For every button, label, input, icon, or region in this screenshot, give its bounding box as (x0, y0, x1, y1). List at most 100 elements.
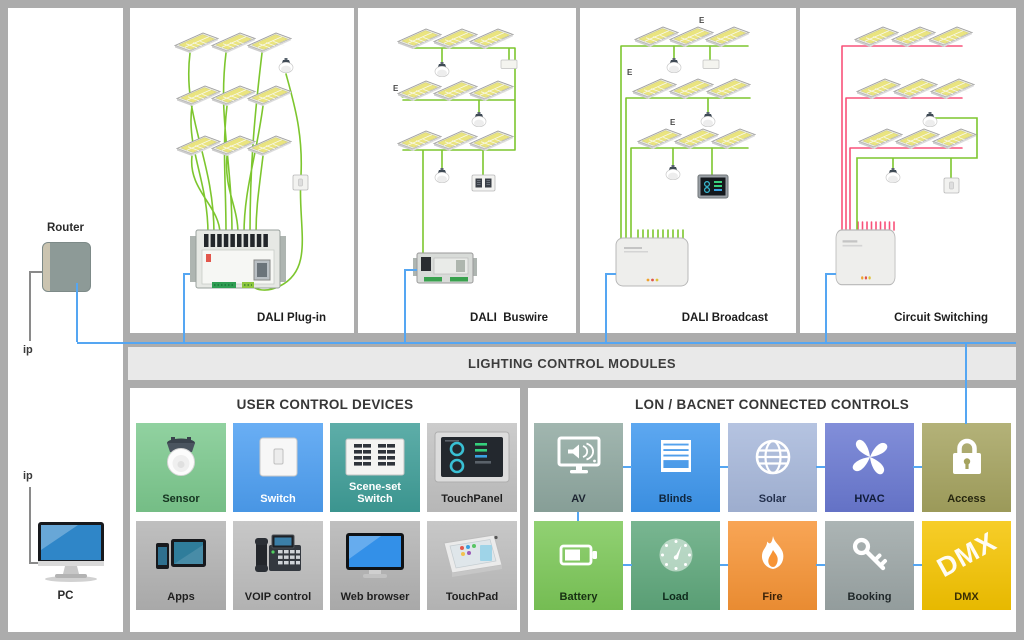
luminaire-icon (858, 128, 903, 150)
mobile-apps-icon (156, 538, 206, 569)
luminaire-icon (176, 135, 221, 157)
pc-ip-line-h (29, 562, 39, 564)
pendant-lamp-icon (434, 61, 450, 78)
luminaire-icon (854, 26, 899, 48)
lon-connector-r2-4 (913, 564, 922, 566)
lon-connector-r2-2 (720, 564, 728, 566)
lon-connector-r1-4 (913, 466, 922, 468)
tile-label: Load (662, 591, 689, 603)
scene-switch-icon (471, 174, 496, 192)
pc-ip-line-v (29, 487, 31, 563)
luminaire-icon (433, 130, 478, 152)
luminaire-row-2 (397, 80, 514, 102)
dali-buswire-diagram: E (393, 28, 518, 333)
router-label: Router (46, 222, 85, 234)
luminaire-icon (433, 28, 478, 50)
section-title: LON / BACNET CONNECTED CONTROLS (634, 397, 910, 412)
tile-label: Booking (847, 591, 892, 603)
panel-title: DALI Broadcast (681, 312, 768, 324)
luminaire-icon (930, 78, 975, 100)
gauge-icon (659, 538, 692, 572)
router-ip-line-h (29, 271, 42, 273)
luminaire-row-3 (637, 128, 756, 150)
luminaire-icon (469, 80, 514, 102)
ip-label-bottom: ip (23, 470, 33, 482)
luminaire-icon (247, 32, 292, 54)
network-line-lon-drop (965, 344, 967, 424)
pendant-lamp-icon (922, 111, 938, 128)
tile-touchpad: TouchPad (427, 521, 517, 610)
pendant-lamp-icon (665, 164, 681, 181)
lon-connector-r1-2 (720, 466, 728, 468)
luminaire-icon (711, 128, 756, 150)
emergency-marker: E (393, 84, 399, 93)
luminaire-row-2 (176, 85, 292, 107)
network-stub-plugin (183, 333, 185, 342)
tile-label: Solar (758, 493, 787, 505)
battery-icon (559, 544, 597, 566)
luminaire-icon (669, 26, 714, 48)
fan-icon (852, 439, 887, 475)
tile-scene-set-switch: Scene-set Switch (330, 423, 420, 512)
luminaire-icon (469, 130, 514, 152)
lighting-control-modules-bar: LIGHTING CONTROL MODULES (128, 347, 1016, 380)
network-stub-buswire (404, 333, 406, 342)
tile-load: Load (631, 521, 720, 610)
pendant-lamp-icon (885, 167, 901, 184)
tile-av: AV (534, 423, 623, 512)
tile-switch: Switch (233, 423, 323, 512)
luminaire-icon (211, 135, 256, 157)
lon-connector-r1-1 (623, 466, 632, 468)
luminaire-icon (433, 80, 478, 102)
ip-uplink-wire (605, 273, 616, 333)
network-stub-circuit (825, 333, 827, 342)
dali-plugin-diagram (174, 32, 309, 333)
wall-switch-icon (292, 174, 309, 191)
panel-circuit-switching: Circuit Switching (800, 8, 1016, 333)
panel-dali-broadcast: E E E (580, 8, 796, 333)
panel-dali-plugin: DALI Plug-in (130, 8, 354, 333)
lon-connector-r1-3 (816, 466, 825, 468)
globe-icon (755, 439, 790, 475)
luminaire-icon (211, 85, 256, 107)
tile-voip-control: VOIP control (233, 521, 323, 610)
junction-box-icon (702, 59, 720, 69)
pc-label: PC (57, 590, 74, 602)
panel-title: DALI Plug-in (257, 312, 326, 324)
tile-label: DMX (954, 591, 979, 603)
tile-label: TouchPad (445, 591, 499, 603)
lon-bacnet-panel: LON / BACNET CONNECTED CONTROLS AV (528, 388, 1016, 632)
tile-fire: Fire (728, 521, 817, 610)
touch-panel-icon (434, 431, 510, 483)
luminaire-icon (637, 128, 682, 150)
luminaire-icon (706, 78, 751, 100)
network-stub-broadcast (605, 333, 607, 342)
tile-touchpanel: TouchPanel (427, 423, 517, 512)
tile-web-browser: Web browser (330, 521, 420, 610)
luminaire-icon (669, 78, 714, 100)
pendant-lamp-icon (700, 111, 716, 128)
tile-label: Sensor (162, 493, 200, 505)
lon-connector-av-battery (577, 512, 579, 521)
tile-label: TouchPanel (441, 493, 503, 505)
luminaire-icon (176, 85, 221, 107)
pendant-lamp-icon (471, 111, 487, 128)
luminaire-icon (895, 128, 940, 150)
user-control-devices-panel: USER CONTROL DEVICES Sensor Switch (130, 388, 520, 632)
luminaire-icon (469, 28, 514, 50)
circuit-switch-controller (835, 229, 896, 286)
router-icon (42, 242, 91, 292)
luminaire-row-2 (632, 78, 751, 100)
tile-label: Access (947, 493, 986, 505)
web-browser-icon (346, 532, 404, 578)
panel-title: Circuit Switching (894, 312, 988, 324)
luminaire-icon (705, 26, 750, 48)
pendant-lamp-icon (434, 167, 450, 184)
luminaire-icon (893, 78, 938, 100)
tile-label: Web browser (340, 591, 410, 603)
lon-connector-r2-3 (816, 564, 825, 566)
circuit-wiring-red (841, 45, 963, 231)
luminaire-icon (174, 32, 219, 54)
junction-box-icon (500, 59, 518, 69)
